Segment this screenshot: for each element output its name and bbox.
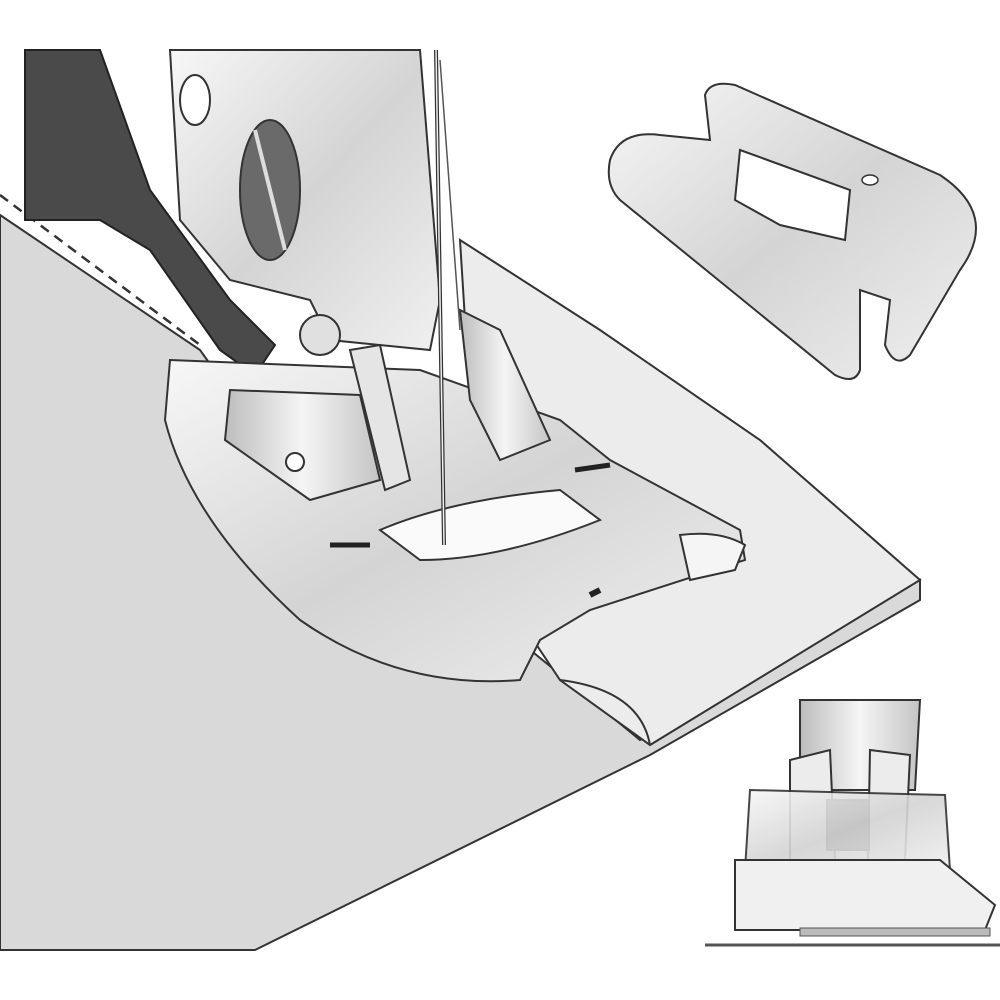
- foot-detail-bottom: [705, 699, 1000, 947]
- presser-foot: [163, 308, 747, 683]
- foot-detail-top: [607, 82, 977, 380]
- fabric-fold-edge: [559, 679, 651, 746]
- needle: [434, 49, 461, 546]
- pivot-hole: [299, 314, 341, 356]
- shank-block: [168, 49, 442, 356]
- screw-hole: [179, 74, 211, 126]
